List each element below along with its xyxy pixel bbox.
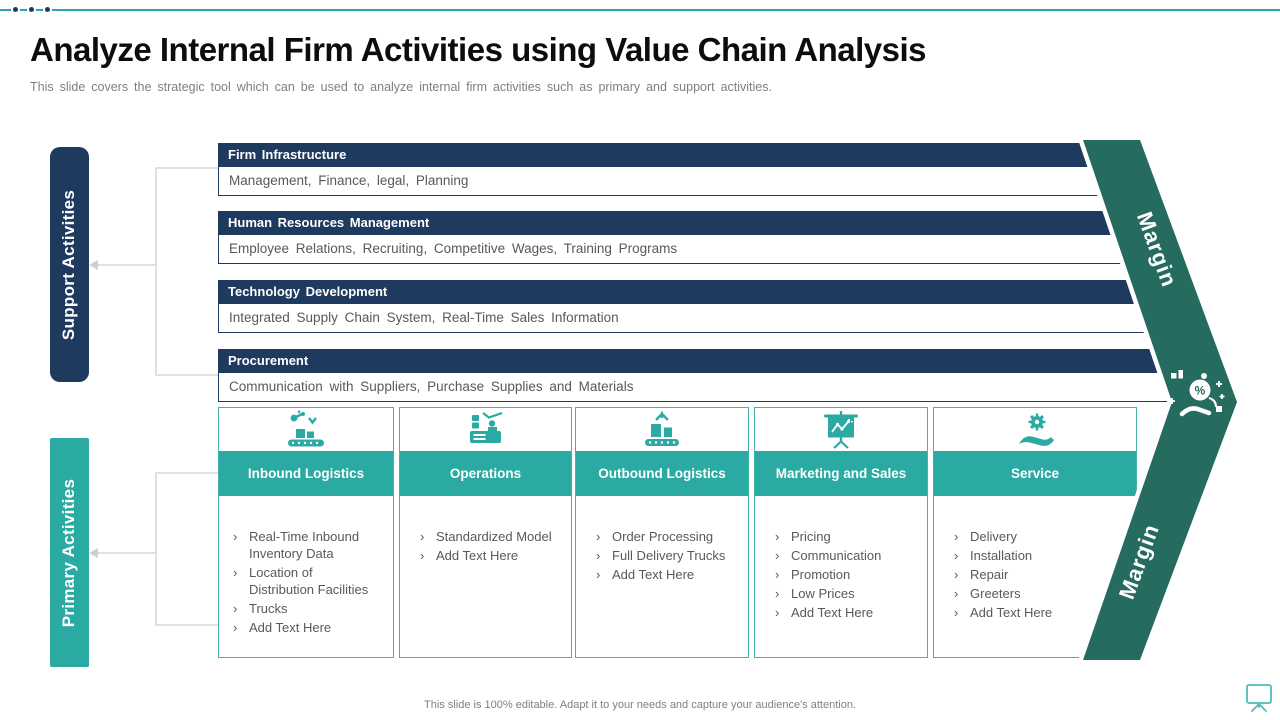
conveyor-crane-icon (576, 408, 748, 451)
assembly-machine-icon (400, 408, 571, 451)
column-outbound-logistics: Outbound Logistics Order Processing Full… (575, 407, 749, 658)
top-dot-icon (43, 5, 52, 14)
column-items: Real-Time Inbound Inventory Data Locatio… (219, 496, 393, 636)
column-title: Marketing and Sales (755, 451, 927, 496)
top-dot-icon (11, 5, 20, 14)
column-operations: Operations Standardized Model Add Text H… (399, 407, 572, 658)
column-title: Service (934, 451, 1136, 496)
list-item: Low Prices (769, 585, 915, 602)
primary-activities-label: Primary Activities (50, 438, 89, 667)
support-row-human-resources: Human Resources Management Employee Rela… (218, 211, 1125, 264)
bar-body: Communication with Suppliers, Purchase S… (218, 372, 1172, 402)
list-item: Add Text Here (769, 604, 915, 621)
column-service: Service Delivery Installation Repair Gre… (933, 407, 1137, 658)
top-dot-icon (27, 5, 36, 14)
list-item: Installation (948, 547, 1124, 564)
column-items: Pricing Communication Promotion Low Pric… (755, 496, 927, 621)
top-accent-line (0, 9, 1280, 11)
list-item: Add Text Here (227, 619, 381, 636)
hand-gear-icon (934, 408, 1136, 451)
list-item: Promotion (769, 566, 915, 583)
list-item: Full Delivery Trucks (590, 547, 736, 564)
bar-header: Technology Development (218, 280, 1138, 303)
column-marketing-and-sales: Marketing and Sales Pricing Communicatio… (754, 407, 928, 658)
list-item: Pricing (769, 528, 915, 545)
list-item: Add Text Here (590, 566, 736, 583)
page-subtitle: This slide covers the strategic tool whi… (30, 80, 772, 94)
list-item: Add Text Here (414, 547, 559, 564)
list-item: Repair (948, 566, 1124, 583)
bar-body: Employee Relations, Recruiting, Competit… (218, 234, 1125, 264)
arrow-left-icon (89, 548, 98, 558)
list-item: Greeters (948, 585, 1124, 602)
list-item: Add Text Here (948, 604, 1124, 621)
list-item: Communication (769, 547, 915, 564)
column-items: Delivery Installation Repair Greeters Ad… (934, 496, 1136, 621)
support-activities-label: Support Activities (50, 147, 89, 382)
bar-header: Human Resources Management (218, 211, 1115, 234)
column-title: Outbound Logistics (576, 451, 748, 496)
presentation-screen-icon (1246, 684, 1272, 712)
column-inbound-logistics: Inbound Logistics Real-Time Inbound Inve… (218, 407, 394, 658)
support-row-technology: Technology Development Integrated Supply… (218, 280, 1149, 333)
list-item: Delivery (948, 528, 1124, 545)
list-item: Trucks (227, 600, 381, 617)
list-item: Real-Time Inbound Inventory Data (227, 528, 381, 562)
list-item: Order Processing (590, 528, 736, 545)
arrow-left-icon (89, 260, 98, 270)
bar-body: Management, Finance, legal, Planning (218, 166, 1102, 196)
column-items: Standardized Model Add Text Here (400, 496, 571, 564)
column-title: Inbound Logistics (219, 451, 393, 496)
support-row-firm-infrastructure: Firm Infrastructure Management, Finance,… (218, 143, 1102, 196)
chart-presentation-icon (755, 408, 927, 451)
conveyor-robot-arm-icon (219, 408, 393, 451)
bar-header: Procurement (218, 349, 1162, 372)
column-title: Operations (400, 451, 571, 496)
bar-body: Integrated Supply Chain System, Real-Tim… (218, 303, 1149, 333)
column-items: Order Processing Full Delivery Trucks Ad… (576, 496, 748, 583)
support-row-procurement: Procurement Communication with Suppliers… (218, 349, 1172, 402)
footer-note: This slide is 100% editable. Adapt it to… (424, 699, 856, 711)
page-title: Analyze Internal Firm Activities using V… (30, 31, 927, 68)
bar-header: Firm Infrastructure (218, 143, 1092, 166)
list-item: Location of Distribution Facilities (227, 564, 381, 598)
list-item: Standardized Model (414, 528, 559, 545)
